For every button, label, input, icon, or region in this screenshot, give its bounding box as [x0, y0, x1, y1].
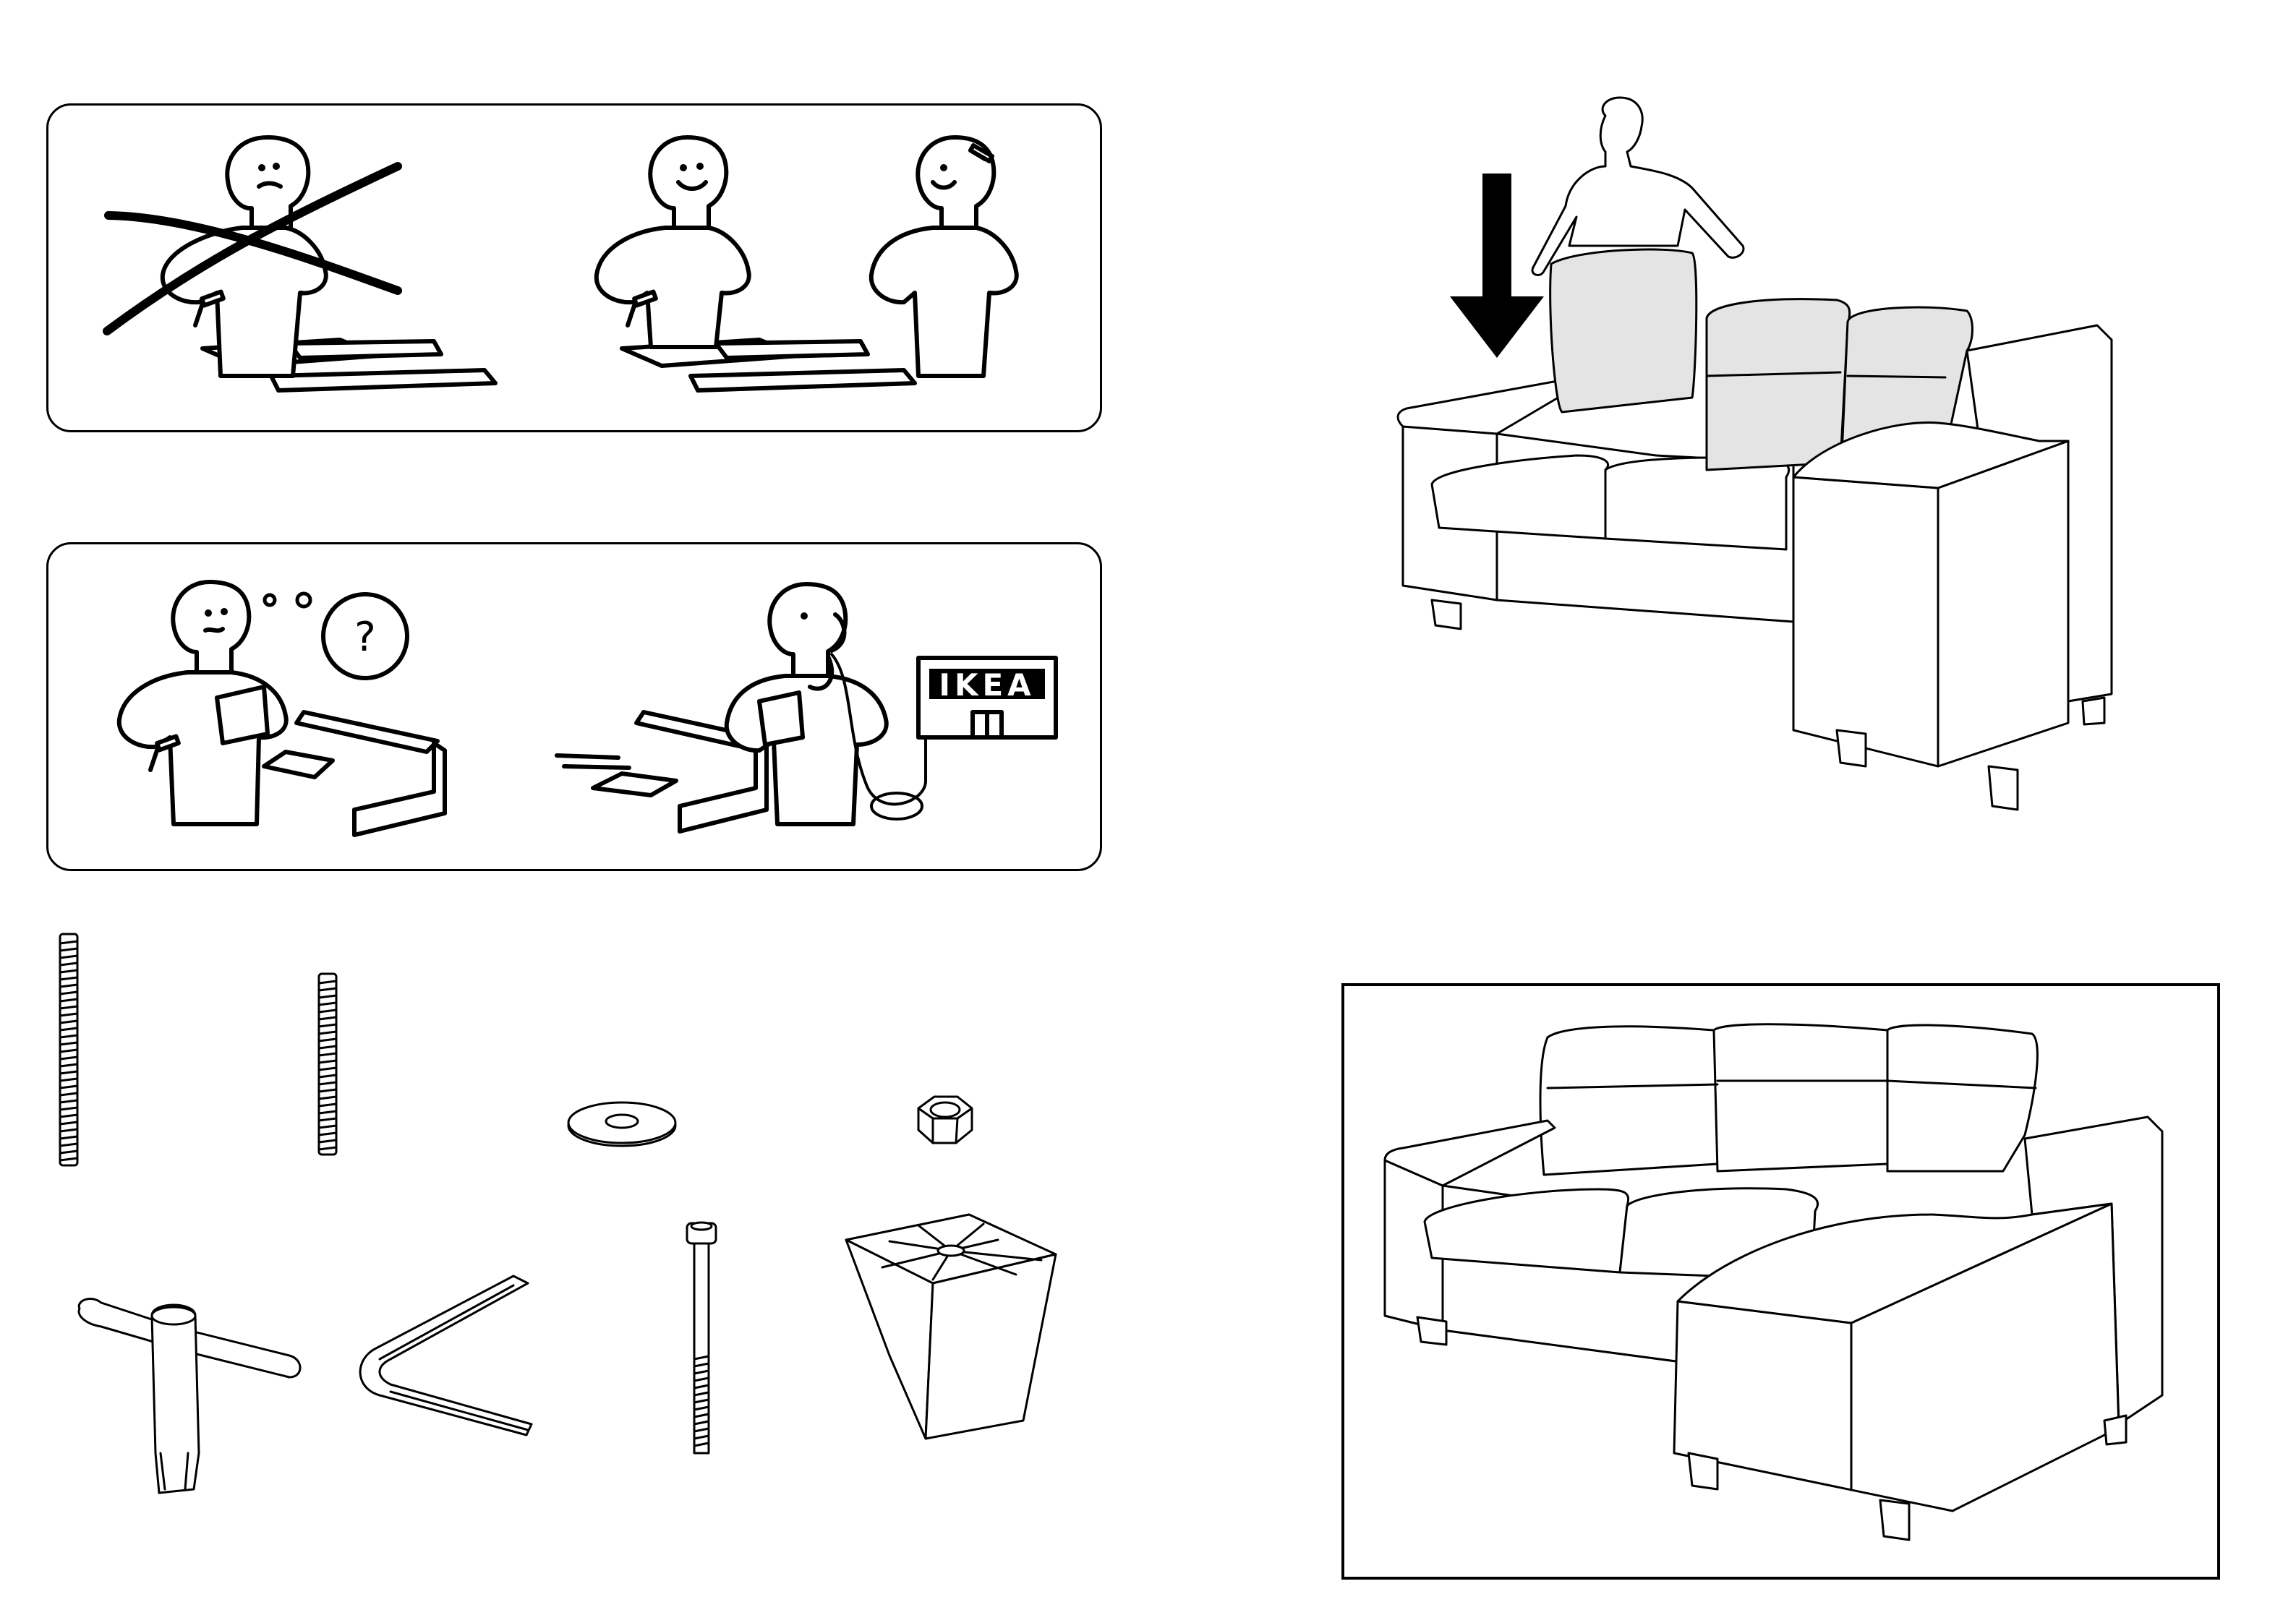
- calling-store-icon: IKEA: [550, 571, 1070, 860]
- confused-person-icon: ?: [116, 571, 463, 860]
- long-threaded-rod-icon: [51, 933, 87, 1171]
- t-socket-wrench-icon: [72, 1294, 304, 1511]
- hex-nut-icon: [913, 1088, 978, 1153]
- question-mark-icon: ?: [354, 614, 376, 661]
- ikea-store-sign: IKEA: [939, 667, 1035, 703]
- allen-key-icon: [347, 1272, 542, 1439]
- back-cushion-highlighted: [1550, 249, 1697, 412]
- down-arrow-icon: [1450, 174, 1544, 358]
- two-people-together-icon: [593, 130, 1063, 405]
- insert-back-cushion-step: [1388, 94, 2148, 824]
- washer-icon: [564, 1095, 680, 1153]
- finished-sofa-result: [1381, 1019, 2177, 1569]
- short-threaded-rod-icon: [310, 972, 346, 1160]
- sofa-leg-icon: [839, 1211, 1070, 1457]
- person-alone-crossed-icon: [94, 130, 528, 405]
- socket-head-bolt-icon: [680, 1222, 723, 1460]
